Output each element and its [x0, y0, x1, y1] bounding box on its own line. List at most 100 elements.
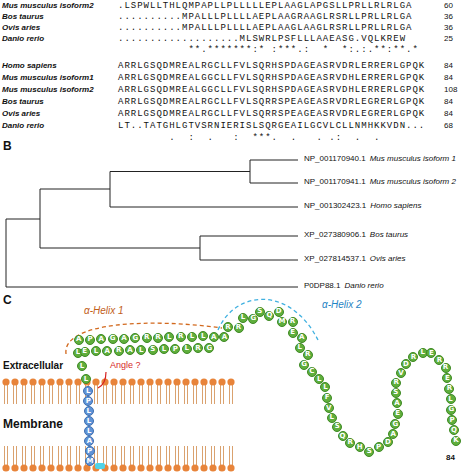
phylogenetic-tree	[6, 160, 298, 287]
membrane-residue: L	[83, 386, 93, 396]
residue-letter: R	[393, 379, 398, 386]
extracellular-residue: E	[288, 328, 298, 338]
residue-letter: R	[236, 324, 241, 331]
residue-letter: L	[448, 396, 452, 403]
consensus-line: **.*******:* :***.: * *:.:.**:**.*	[118, 46, 419, 55]
residue-letter: A	[87, 438, 92, 445]
residue-letter: R	[447, 385, 452, 392]
residue-letter: Q	[451, 427, 457, 434]
extracellular-residue: P	[170, 344, 180, 354]
residue-count: 108	[444, 86, 457, 94]
angle-label: Angle ?	[110, 361, 141, 370]
residue-letter: V	[326, 405, 331, 412]
extracellular-residue: L	[77, 361, 87, 371]
residue-letter: L	[84, 376, 88, 383]
accession-id: NP_001170940.1	[304, 155, 366, 163]
membrane-residue: P	[83, 396, 93, 406]
residue-letter: G	[301, 361, 307, 368]
residue-letter: S	[367, 448, 372, 455]
extracellular-residue: L	[238, 313, 248, 323]
residue-letter: D	[385, 439, 391, 446]
residue-letter: A	[127, 347, 132, 354]
residue-letter: L	[139, 347, 143, 354]
extracellular-residue: L	[320, 382, 330, 392]
residue-letter: L	[421, 349, 425, 356]
panel-label: B	[3, 140, 12, 152]
residue-count: 36	[444, 24, 453, 32]
residue-letter: V	[398, 370, 403, 377]
extracellular-residue: L	[159, 344, 169, 354]
residue-count: 84	[444, 98, 453, 106]
extracellular-residue: P	[447, 415, 457, 425]
consensus-line: . : . : ***. . . .: . .	[118, 134, 380, 143]
residue-letter: L	[323, 384, 327, 391]
extracellular-residue: Q	[449, 425, 459, 435]
residue-letter: P	[376, 444, 381, 451]
residue-count: 68	[444, 122, 453, 130]
extracellular-residue: P	[374, 442, 384, 452]
extracellular-residue: R	[153, 333, 163, 343]
residue-letter: R	[195, 345, 200, 352]
residue-letter: H	[357, 444, 363, 451]
extracellular-residue: P	[85, 335, 95, 345]
extracellular-residue: A	[96, 334, 106, 344]
membrane-residue: P	[85, 446, 95, 456]
extracellular-residue: R	[441, 363, 451, 373]
extracellular-residue: E	[393, 409, 403, 419]
sequence-name: Ovis aries	[2, 24, 40, 32]
extracellular-residue: R	[444, 384, 454, 394]
residue-count: 84	[444, 110, 453, 118]
membrane-residue: A	[84, 436, 94, 446]
extracellular-residue: R	[234, 323, 244, 333]
residue-count: 60	[444, 2, 453, 10]
extracellular-residue: A	[119, 334, 129, 344]
residue-letter: L	[190, 333, 194, 340]
panel-label: C	[3, 294, 12, 306]
membrane-residue: L	[84, 426, 94, 436]
residue-letter: L	[86, 388, 90, 395]
residue-letter: G	[448, 406, 454, 413]
extracellular-residue: R	[176, 332, 186, 342]
residue-letter: E	[429, 350, 434, 357]
extracellular-residue: A	[102, 346, 112, 356]
species-name: Bos taurus	[370, 231, 408, 239]
residue-letter: C	[309, 368, 314, 375]
accession-id: NP_001302423.1	[304, 202, 366, 210]
sequence-name: Ovis aries	[2, 110, 40, 118]
residue-letter: M	[86, 458, 93, 465]
sequence-name: Mus musculus isoform2	[2, 86, 94, 94]
residue-letter: S	[257, 308, 262, 315]
residue-letter: E	[445, 375, 450, 382]
extracellular-residue: L	[182, 344, 192, 354]
extracellular-residue: G	[446, 405, 456, 415]
residue-letter: Q	[340, 433, 346, 440]
extracellular-residue: G	[108, 334, 118, 344]
extracellular-residue: D	[274, 307, 284, 317]
sequence: ...................MLSWRLPSFLLLAAEASG.VQ…	[118, 35, 406, 44]
residue-letter: R	[116, 347, 121, 354]
residue-letter: P	[87, 448, 92, 455]
extracellular-residue: R	[193, 343, 203, 353]
sequence: LT..TATGHLGTVSRNIERISLSQRGEAILGCVLCLLNMH…	[118, 122, 425, 131]
angle-arc	[98, 372, 106, 388]
residue-letter: A	[390, 431, 395, 438]
membrane-residue: L	[84, 416, 94, 426]
residue-letter: E	[290, 329, 295, 336]
extracellular-residue: A	[74, 335, 84, 345]
extracellular-residue: M	[277, 317, 287, 327]
residue-letter: A	[299, 334, 304, 341]
extracellular-residue: S	[255, 307, 265, 317]
residue-letter: K	[453, 437, 458, 444]
residue-letter: R	[443, 364, 448, 371]
residue-letter: R	[155, 334, 160, 341]
residue-letter: R	[144, 334, 149, 341]
lipid-bilayer	[2, 378, 234, 471]
residue-letter: L	[201, 333, 205, 340]
residue-letter: F	[325, 394, 330, 401]
region-label: Membrane	[3, 418, 63, 430]
extracellular-residue: V	[324, 403, 334, 413]
residue-letter: P	[449, 417, 454, 424]
helix-label: α-Helix 2	[322, 300, 362, 310]
residue-letter: G	[393, 421, 399, 428]
extracellular-residue: R	[223, 322, 233, 332]
